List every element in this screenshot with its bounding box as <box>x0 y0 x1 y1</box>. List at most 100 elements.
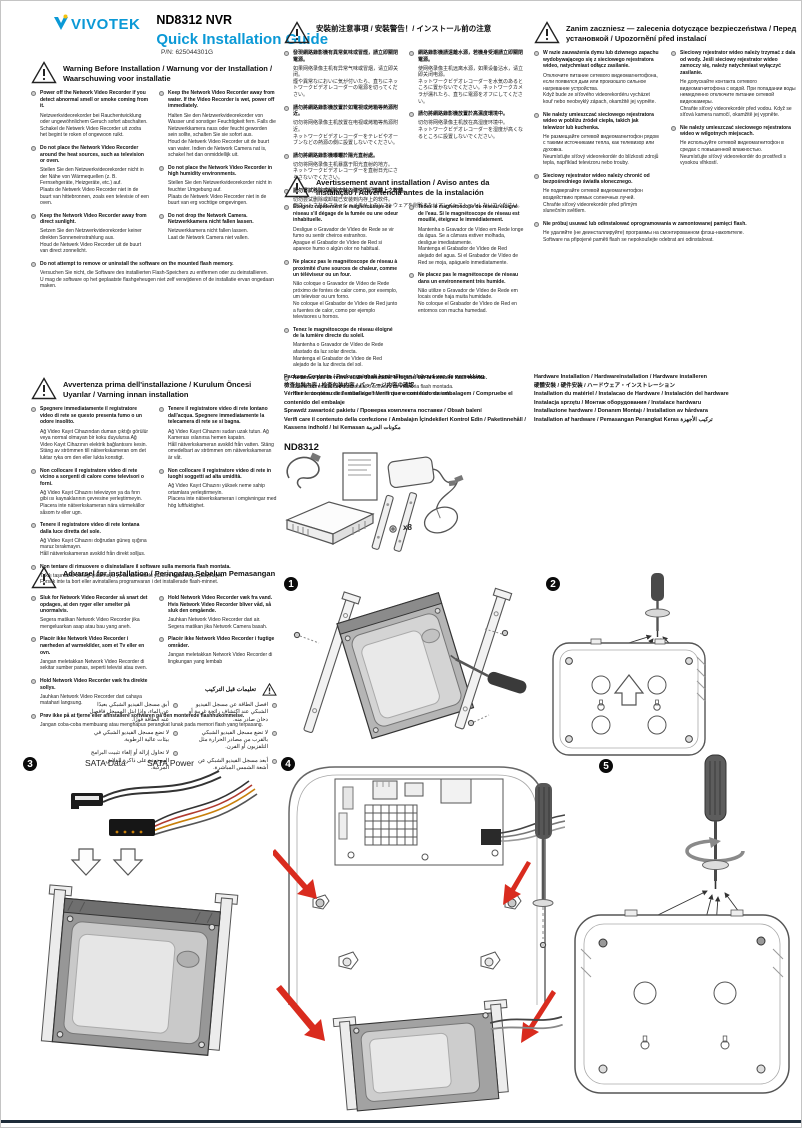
keyhole-slots <box>597 699 661 711</box>
bullet-icon <box>284 153 289 159</box>
screw-icon <box>389 525 397 533</box>
up-arrow-mark <box>613 674 645 706</box>
bullet-icon <box>31 91 36 97</box>
warning-item: Nie próbuj usuwać lub odinstalować oprog… <box>534 221 798 243</box>
warning-section-da: Advarsel før installation / Peringatan S… <box>31 566 277 735</box>
warning-triangle-icon <box>534 21 560 44</box>
document-icon <box>342 452 378 501</box>
warning-item: Prøv ikke på at fjerne eller afinstaller… <box>31 713 277 729</box>
circuit-board <box>334 778 504 866</box>
hardware-installation-title-line: 硬體安裝 / 硬件安装 / ハードウェア・インストレーション <box>534 382 675 389</box>
screwdriver-icon <box>450 654 527 694</box>
warning-item: لا تضع مسجل الفيديو الشبكي في بيئات عالي… <box>89 730 178 745</box>
bullet-icon <box>159 91 164 97</box>
warning-item: Sieciowy rejestrator wideo należy chroni… <box>534 173 661 215</box>
mounting-rails-icon <box>371 492 418 552</box>
warning-item: 請勿將網路錄影機放置於高濕度環境中。切勿将网络录像主机放在高湿度环境中。 ネット… <box>409 111 524 140</box>
bullet-icon <box>31 713 36 719</box>
warning-item: Spegnere immediatamente il registratore … <box>31 406 149 461</box>
insert-arrows <box>70 848 144 876</box>
warning-section-fr: Avertissement avant installation / Aviso… <box>284 175 524 403</box>
section-title: Warning Before Installation / Warnung vo… <box>63 64 273 84</box>
package-contents-illustration <box>281 448 531 558</box>
warning-item: افصل الطاقة عن مسجل الفيديو الشبكي عند ا… <box>188 702 277 724</box>
step-2-number: 2 <box>546 577 560 591</box>
bullet-icon <box>31 596 36 601</box>
hdd <box>332 998 563 1112</box>
bullet-icon <box>31 213 36 219</box>
bullet-icon <box>284 375 289 381</box>
warning-item: Do not place the Network Video Recorder … <box>159 165 277 207</box>
screw-count-label: x8 <box>403 523 412 532</box>
bullet-icon <box>159 596 164 601</box>
section-title: Zanim zaczniesz — zalecenia dotyczące be… <box>566 24 797 44</box>
warning-item: 請勿將網路錄影機曝曬於陽光直射處。切勿将网络录像主机暴露于阳光直射的地方。 ネッ… <box>284 153 399 182</box>
hardware-installation-title-line: Installation du matériel / Instalacao de… <box>534 391 729 398</box>
warning-item: Do not place the Network Video Recorder … <box>31 145 149 207</box>
mouse-icon <box>423 474 464 534</box>
keyhole-slots <box>640 1035 730 1050</box>
bullet-icon <box>159 407 164 413</box>
warning-item: Nie należy umieszczać sieciowego rejestr… <box>671 125 798 167</box>
bullet-icon <box>272 703 277 708</box>
sata-power-cable <box>109 780 258 836</box>
hdd-with-rails <box>40 884 239 1056</box>
warning-item: Sieciowy rejestrator wideo należy trzyma… <box>671 50 798 118</box>
step-1-diagram <box>279 573 529 758</box>
bullet-icon <box>409 205 414 211</box>
warning-item: Do not attempt to remove or uninstall th… <box>31 261 277 290</box>
warning-item: Hold Network Video Recorder væk fra dire… <box>31 678 149 707</box>
bullet-icon <box>409 51 414 56</box>
nvr-bottom <box>552 638 706 756</box>
warning-item: 請勿將網路錄影機放置於如電視或烤箱等熱源附近。切勿将网络录像主机放置在电视或烤箱… <box>284 105 399 147</box>
screwdriver-icon <box>645 573 670 637</box>
warning-item: Non tentare di rimuovere o disinstallare… <box>31 564 277 586</box>
bullet-icon <box>272 758 277 764</box>
bullet-icon <box>31 468 36 474</box>
bullet-icon <box>159 468 164 474</box>
warning-triangle-icon <box>31 61 57 84</box>
nvr-bottom <box>574 909 790 1094</box>
warning-item: Keep the Network Video Recorder away fro… <box>31 213 149 255</box>
warning-section-ar: تعليمات قبل التركيب افصل الطاقة عن مسجل … <box>89 683 277 778</box>
warning-section-en: Warning Before Installation / Warnung vo… <box>31 61 277 296</box>
warning-item: Tenez le magnétoscope de réseau éloigné … <box>284 327 399 369</box>
warning-item: Keep the Network Video Recorder away fro… <box>159 90 277 158</box>
hardware-installation-title-line: Hardware Installation / Hardwareinstalla… <box>534 374 707 380</box>
warning-item: Nie należy umieszczać sieciowego rejestr… <box>534 112 661 167</box>
bullet-icon <box>31 523 36 529</box>
warning-section-it: Avvertenza prima dell'installazione / Ku… <box>31 377 277 592</box>
bullet-icon <box>534 51 539 57</box>
bullet-icon <box>284 259 289 265</box>
warning-item: Sluk for Network Video Recorder så snart… <box>31 595 149 630</box>
warning-item: Placér ikke Network Video Recorder i nær… <box>31 636 149 671</box>
vivotek-logo: VIVOTEK <box>53 14 140 34</box>
section-title: Avvertenza prima dell'installazione / Ku… <box>63 380 252 400</box>
bullet-icon <box>173 730 178 736</box>
warning-item: لا تضع مسجل الفيديو الشبكي بالقرب من مصا… <box>188 730 277 752</box>
warning-item: Tenez le magnétoscope de réseau éloigné … <box>409 204 524 266</box>
screwdriver-icon <box>532 783 554 949</box>
heatsink <box>364 804 418 846</box>
rail-right <box>454 587 513 730</box>
bullet-icon <box>31 678 36 684</box>
bullet-icon <box>671 125 676 131</box>
hardware-installation-title-line: Installazione hardware / Donanım Montajı… <box>534 408 708 415</box>
warning-item: Power off the Network Video Recorder if … <box>31 90 149 139</box>
step-1-number: 1 <box>284 577 298 591</box>
bullet-icon <box>284 327 289 333</box>
screws <box>293 628 509 727</box>
bullet-icon <box>272 730 277 736</box>
bullet-icon <box>31 145 36 151</box>
warning-item: Tenere il registratore video di rete lon… <box>159 406 277 461</box>
header: VIVOTEK ND8312 NVR Quick Installation Gu… <box>53 13 328 48</box>
warning-item: Ne placez pas le magnétoscope de réseau … <box>284 259 399 321</box>
package-contents-title-line: Sprawdź zawartość pakietu / Проверка ком… <box>284 408 482 415</box>
package-contents-section: Package Contents / Packungsinhalt kontro… <box>284 373 529 433</box>
package-contents-title-line: Verifi care il contenuto della confezion… <box>284 416 526 432</box>
warning-section-cjk: 安裝前注意事項 / 安裝警告！/ インストール前の注意 發現網路錄影機有異常氣味… <box>284 21 524 216</box>
warning-item: 發現網路錄影機有異常氣味或冒煙，請立即關閉電源。如果网络录像主机有异常气味或冒烟… <box>284 50 399 99</box>
warning-item: Hold Network Video Recorder væk fra vand… <box>159 595 277 630</box>
mounting-posts <box>312 894 522 970</box>
